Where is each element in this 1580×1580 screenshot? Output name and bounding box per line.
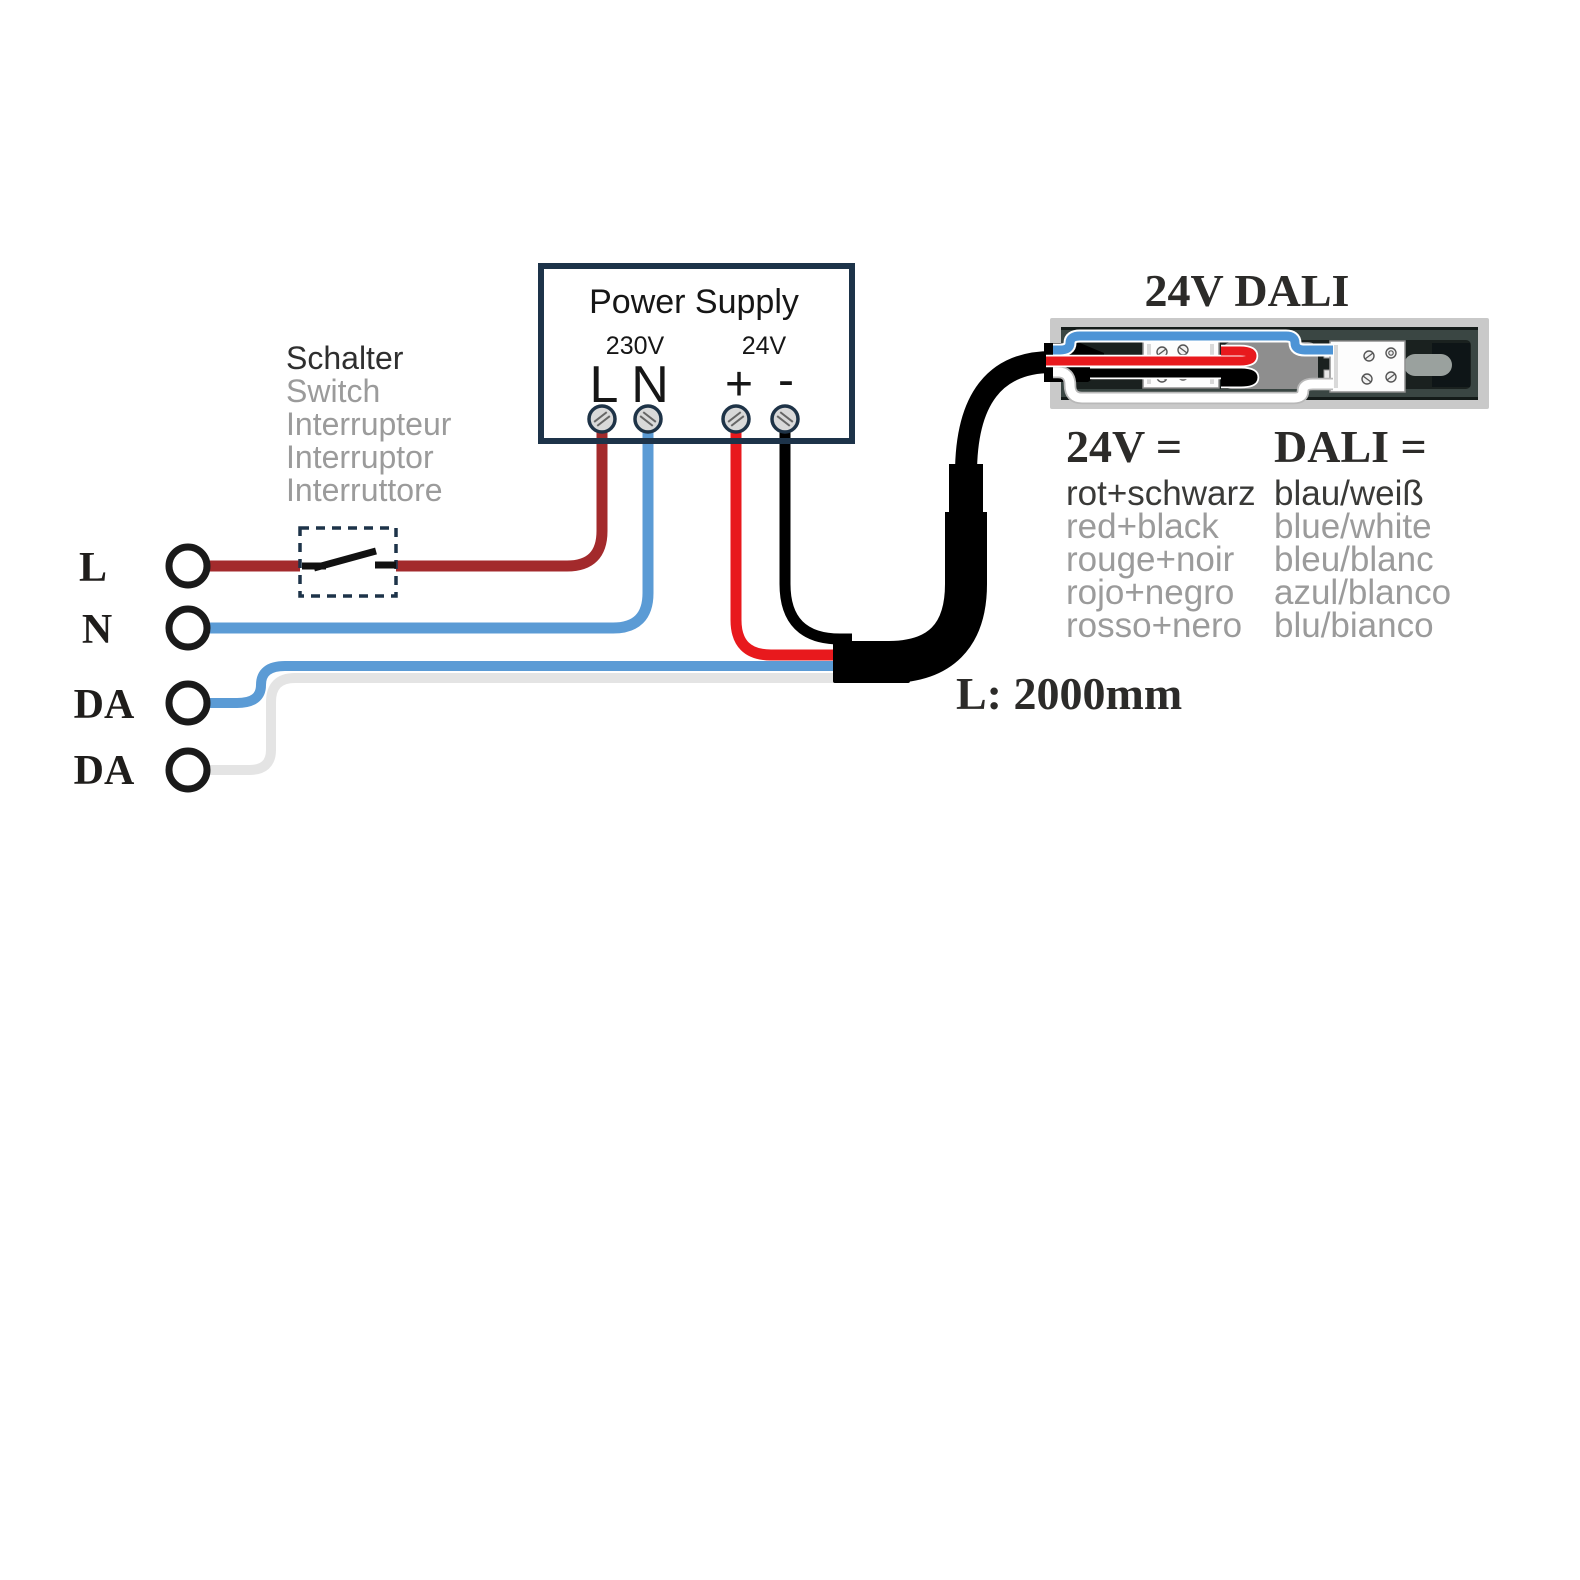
- luminaire-wires: [1046, 329, 1333, 405]
- screw-terminal-minus: [770, 404, 800, 434]
- screw-terminal-l: [587, 404, 617, 434]
- screw-terminal-n: [633, 404, 663, 434]
- dali-cable: [833, 351, 1062, 683]
- terminal-circle-da2: [165, 747, 211, 793]
- switch-label-fr: Interrupteur: [286, 406, 452, 442]
- mains-terminal-circles: [165, 543, 211, 793]
- neutral-wire: [206, 419, 654, 634]
- terminal-circle-n: [165, 605, 211, 651]
- legend-24v-heading: 24V =: [1066, 421, 1182, 472]
- power-supply-title: Power Supply: [589, 283, 799, 321]
- profile-groove-top: [1061, 327, 1478, 330]
- da-blue-wire: [206, 661, 848, 708]
- wires-layer: [206, 419, 852, 775]
- primary-voltage-label: 230V: [606, 332, 665, 360]
- plus-wire: [730, 419, 848, 661]
- plus-core: [1046, 346, 1257, 366]
- mains-label-n: N: [82, 607, 112, 653]
- mains-label-l: L: [79, 545, 107, 591]
- legend-dali-row-fr: bleu/blanc: [1274, 540, 1434, 579]
- legend-24v-row-en: red+black: [1066, 507, 1219, 546]
- text-layer: Power Supply 230V 24V L N + - Schalter S…: [74, 265, 1451, 794]
- minus-core: [1090, 368, 1258, 387]
- legend-dali-row-it: blu/bianco: [1274, 606, 1434, 645]
- right-terminal-edge-l: [1334, 345, 1338, 388]
- secondary-voltage-label: 24V: [742, 332, 787, 360]
- live-wire-segment-b: [394, 419, 608, 572]
- switch-blade: [313, 547, 377, 572]
- cable-run-thick: [870, 512, 987, 683]
- mains-label-da1: DA: [74, 682, 135, 728]
- switch-symbol: [298, 526, 398, 598]
- legend-24v-row-de: rot+schwarz: [1066, 474, 1256, 513]
- legend-dali-row-en: blue/white: [1274, 507, 1432, 546]
- power-supply-box: [538, 263, 855, 444]
- terminal-label-minus: -: [778, 354, 794, 407]
- terminal-label-n: N: [631, 356, 669, 414]
- screw-terminal-icon: [1361, 347, 1397, 385]
- cable-length-label: L: 2000mm: [956, 668, 1182, 719]
- mains-label-da2: DA: [74, 748, 135, 794]
- profile-right-pill: [1404, 354, 1452, 376]
- legend-dali-row-es: azul/blanco: [1274, 573, 1451, 612]
- terminal-circle-da1: [165, 680, 211, 726]
- terminal-label-plus: +: [725, 358, 753, 411]
- screw-terminal-plus: [721, 404, 751, 434]
- power-supply-outline: [538, 263, 855, 444]
- luminaire-profile: [1044, 318, 1489, 409]
- da-white-wire: [206, 673, 848, 775]
- dali-white-core: [1053, 367, 1333, 403]
- switch-label-es: Interruptor: [286, 439, 434, 475]
- right-terminal-block: [1323, 340, 1406, 393]
- switch-label-de: Schalter: [286, 340, 404, 376]
- legend-24v-row-fr: rouge+noir: [1066, 540, 1235, 579]
- cable-run-thin: [955, 351, 1062, 475]
- legend-24v-row-es: rojo+negro: [1066, 573, 1234, 612]
- dali-blue-core: [1053, 331, 1333, 355]
- switch-label-en: Switch: [286, 373, 380, 409]
- legend-dali-heading: DALI =: [1274, 421, 1427, 472]
- terminal-label-l: L: [590, 356, 619, 414]
- minus-wire: [779, 419, 852, 645]
- switch-label-it: Interruttore: [286, 472, 443, 508]
- terminal-circle-l: [165, 543, 211, 589]
- luminaire-title: 24V DALI: [1145, 265, 1350, 316]
- legend-dali-row-de: blau/weiß: [1274, 474, 1424, 513]
- legend-24v-row-it: rosso+nero: [1066, 606, 1242, 645]
